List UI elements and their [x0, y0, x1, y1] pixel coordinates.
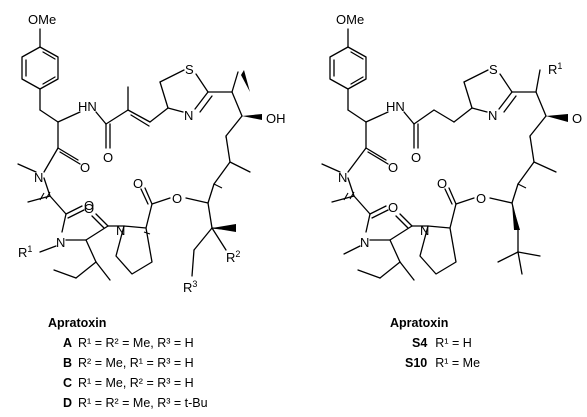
left-atom-labels: OMe HN O S N OH N O O O O O N N R1 R2 R3: [18, 12, 286, 295]
right-atom-labels: OMe HN O S N R1 O N O O O O N N: [336, 12, 582, 250]
left-ile-o-label: O: [84, 201, 94, 216]
left-ala-o-label: O: [84, 198, 94, 213]
right-tyr-n-label: N: [338, 170, 347, 185]
right-nh-label: HN: [386, 99, 405, 114]
left-oh-label: OH: [266, 111, 286, 126]
right-amide-o-label: O: [411, 150, 421, 165]
right-bonds: [321, 28, 557, 281]
left-ester-carbonyl-o-label: O: [133, 176, 143, 191]
left-tyr-n-label: N: [34, 170, 43, 185]
left-thiazoline-s-label: S: [185, 62, 194, 77]
left-bonds: [17, 28, 251, 281]
right-thiazoline-s-label: S: [489, 62, 498, 77]
left-r1-label: R1: [18, 244, 32, 260]
left-thiazoline-n-label: N: [184, 108, 193, 123]
left-r2-label: R2: [226, 249, 240, 265]
right-oh-label: O: [572, 111, 582, 126]
left-tyr-o-label: O: [80, 160, 90, 175]
left-ester-o-label: O: [172, 191, 182, 206]
right-ester-carbonyl-o-label: O: [437, 176, 447, 191]
right-ile-n-label: N: [360, 235, 369, 250]
left-ome-label: OMe: [28, 12, 56, 27]
right-stereo-bonds: [343, 114, 568, 230]
left-stereo-bonds: [39, 70, 262, 235]
left-structure: OMe HN O S N OH N O O O O O N N R1 R2 R3: [17, 12, 286, 295]
left-amide-o-label: O: [103, 150, 113, 165]
right-ala-o-label: O: [388, 200, 398, 215]
left-caption-title: Apratoxin: [48, 316, 106, 330]
right-ester-o-label: O: [476, 191, 486, 206]
right-caption-title: Apratoxin: [390, 316, 448, 330]
left-r3-label: R3: [183, 279, 197, 295]
right-structure: OMe HN O S N R1 O N O O O O N N: [321, 12, 582, 281]
right-thiazoline-n-label: N: [488, 108, 497, 123]
right-pro-n-label: N: [420, 223, 429, 238]
right-ome-label: OMe: [336, 12, 364, 27]
right-r1-label: R1: [548, 61, 562, 77]
right-tyr-o-label: O: [388, 160, 398, 175]
left-pro-n-label: N: [116, 223, 125, 238]
left-ile-n-label: N: [56, 235, 65, 250]
left-nh-label: HN: [78, 99, 97, 114]
